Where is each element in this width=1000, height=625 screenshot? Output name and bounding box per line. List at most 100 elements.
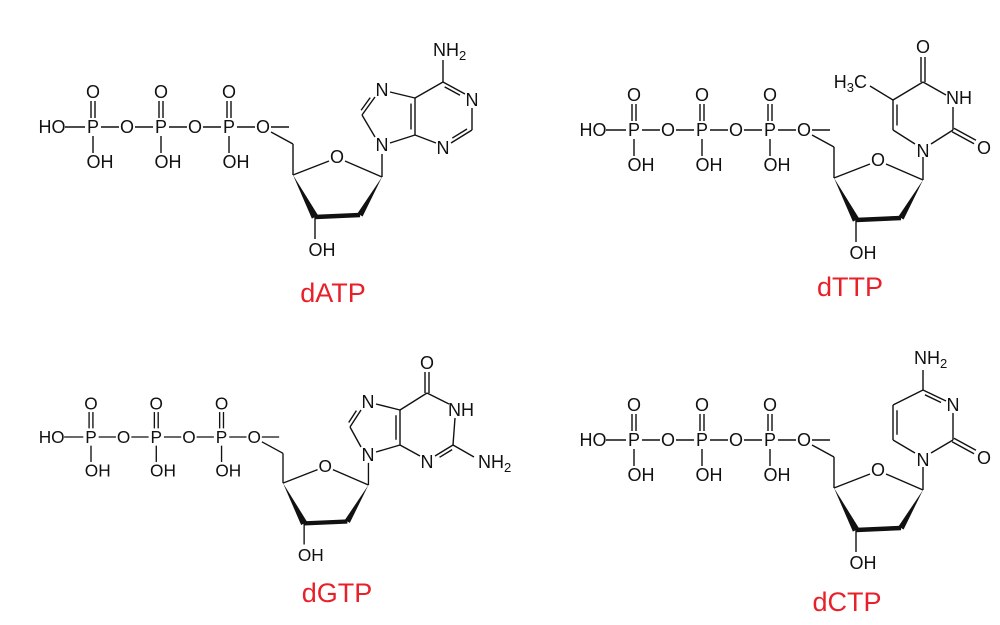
n1-label: NH [448, 400, 474, 420]
bond [282, 469, 318, 484]
n7-label: N [376, 80, 389, 100]
bond [833, 473, 871, 489]
bond [892, 81, 924, 101]
bond [811, 444, 835, 458]
o4-label: O [916, 37, 930, 57]
oxo-label: O [84, 393, 97, 413]
n3-label: N [421, 452, 434, 472]
n3-label: N [947, 395, 960, 415]
wedge-bond [898, 180, 923, 220]
hydroxyl-label: OH [628, 155, 655, 175]
hydroxyl-label: OH [696, 155, 723, 175]
hydroxyl-label: OH [223, 152, 250, 172]
phosphorus-label: P [151, 427, 163, 447]
bridge-oxygen-label: O [182, 427, 195, 447]
amino-label: NH2​ [914, 348, 947, 371]
bond [855, 215, 902, 223]
phosphorus-label: P [764, 430, 776, 450]
hydroxyl-label: OH [155, 152, 182, 172]
bridge-oxygen-label: O [188, 117, 202, 137]
amino-label: NH2​ [433, 40, 466, 63]
bond [292, 160, 330, 176]
o6-label: O [420, 353, 434, 373]
bond [389, 91, 416, 99]
bond [375, 403, 401, 411]
oxo-label: O [627, 85, 641, 105]
bridge-oxygen-label: O [117, 427, 130, 447]
hydroxyl-label: OH [764, 155, 791, 175]
molecule-name-datp: dATP [300, 278, 366, 308]
oxo-label: O [222, 82, 236, 102]
oxo-label: O [763, 395, 777, 415]
wedge-bond [834, 488, 860, 532]
hydroxyl-label: OH [87, 152, 114, 172]
phosphorus-label: P [85, 427, 97, 447]
phosphorus-label: P [628, 430, 640, 450]
hydroxyl-3prime-label: OH [850, 553, 877, 573]
bond [922, 389, 947, 402]
bond [332, 469, 369, 486]
bond [389, 134, 416, 144]
bond [360, 97, 371, 111]
bond [439, 449, 453, 458]
wedge-bond [283, 483, 308, 525]
hydroxyl-3prime-label: OH [309, 240, 336, 260]
bridge-oxygen-label: O [256, 117, 270, 137]
oxo-label: O [215, 393, 228, 413]
phosphorus-label: P [628, 120, 640, 140]
hydroxyl-label: OH [628, 465, 655, 485]
bond [361, 96, 376, 116]
bond [451, 128, 468, 139]
bond [930, 129, 954, 145]
bond [922, 81, 947, 96]
bond [414, 81, 444, 99]
bond [953, 127, 977, 141]
bridge-oxygen-label: O [120, 117, 134, 137]
bond [261, 441, 284, 454]
hydroxyl-label: HO [39, 427, 65, 447]
bond [452, 417, 456, 446]
bond [426, 392, 450, 405]
bond [855, 525, 902, 533]
bond [885, 163, 924, 181]
oxo-label: O [154, 82, 168, 102]
phosphorus-label: P [696, 430, 708, 450]
n9-label: N [362, 445, 375, 465]
hydroxyl-label: OH [764, 465, 791, 485]
bridge-oxygen-label: O [661, 430, 675, 450]
bridge-oxygen-label: O [729, 120, 743, 140]
bridge-oxygen-label: O [247, 427, 260, 447]
bond [270, 131, 294, 145]
phosphorus-label: P [223, 117, 235, 137]
hydroxyl-label: HO [39, 117, 66, 137]
bond [811, 134, 835, 148]
oxo-label: O [763, 85, 777, 105]
oxo-label: O [86, 82, 100, 102]
o2-label: O [977, 448, 991, 468]
bond [452, 444, 475, 458]
hydroxyl-label: OH [150, 461, 176, 481]
bond [414, 134, 437, 144]
bond [885, 473, 924, 491]
bond [314, 212, 361, 220]
n1-label: N [466, 90, 479, 110]
bond [924, 394, 942, 404]
hydroxyl-label: OH [85, 461, 111, 481]
hydroxyl-label: HO [580, 120, 607, 140]
amino-label: NH2​ [478, 452, 511, 475]
wedge-bond [344, 485, 369, 523]
bridge-oxygen-label: O [797, 120, 811, 140]
bond [953, 437, 977, 451]
bond [444, 86, 461, 96]
bond [951, 131, 975, 145]
molecule-name-dttp: dTTP [817, 272, 883, 302]
